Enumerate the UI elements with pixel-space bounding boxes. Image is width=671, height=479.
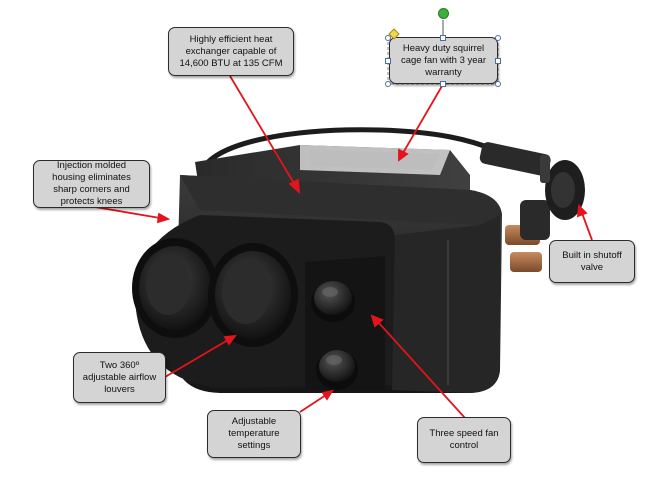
resize-handle-bottom-left[interactable] [385,81,391,87]
callout-injection-molded-housing: Injection molded housing eliminates shar… [33,160,150,208]
temperature-knob [316,350,358,390]
resize-handle-top[interactable] [440,35,446,41]
resize-handle-left[interactable] [385,58,391,64]
resize-handle-top-left[interactable] [385,35,391,41]
callout-temperature-settings: Adjustable temperature settings [207,410,301,458]
callout-shutoff-valve: Built in shutoff valve [549,240,635,283]
shutoff-valve [479,142,585,272]
callout-heat-exchanger: Highly efficient heat exchanger capable … [168,27,294,76]
resize-handle-bottom[interactable] [440,81,446,87]
fan-speed-knob [311,281,355,322]
callout-fan-speed-control: Three speed fan control [417,417,511,463]
callout-airflow-louvers: Two 360º adjustable airflow louvers [73,352,166,403]
resize-handle-bottom-right[interactable] [495,81,501,87]
right-louver [208,243,298,347]
left-louver [132,238,218,338]
rotation-handle[interactable] [438,8,449,19]
callout-arrows [94,75,593,419]
callout-squirrel-cage-fan: Heavy duty squirrel cage fan with 3 year… [389,37,498,84]
hose [197,127,496,176]
resize-handle-top-right[interactable] [495,35,501,41]
resize-handle-right[interactable] [495,58,501,64]
